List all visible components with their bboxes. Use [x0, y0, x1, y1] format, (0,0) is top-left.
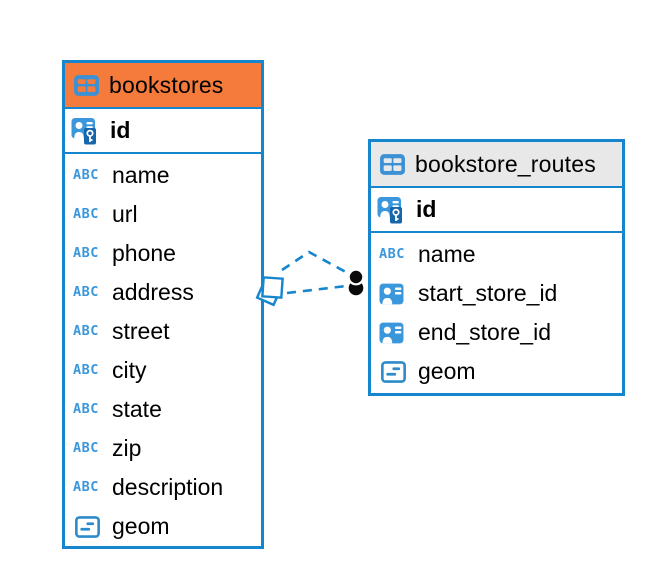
column-row[interactable]: ABC zip — [65, 429, 261, 468]
column-name: url — [112, 201, 138, 227]
column-row[interactable]: ABC state — [65, 390, 261, 429]
column-name: zip — [112, 435, 142, 461]
column-name: geom — [112, 513, 170, 539]
text-type-icon: ABC — [73, 244, 99, 261]
relationship-dot-marker[interactable] — [347, 268, 365, 296]
geometry-type-icon — [73, 515, 105, 538]
relationship-line[interactable] — [286, 283, 356, 295]
column-name: description — [112, 474, 224, 500]
column-name: name — [418, 241, 476, 267]
column-row[interactable]: ABC phone — [65, 234, 261, 273]
primary-key-icon — [377, 195, 409, 224]
column-name: geom — [418, 358, 476, 384]
primary-key-icon — [71, 116, 103, 145]
table-icon — [74, 74, 99, 96]
column-name: phone — [112, 240, 176, 266]
table-header-bookstore-routes[interactable]: bookstore_routes — [371, 142, 622, 188]
text-type-icon: ABC — [73, 322, 99, 339]
column-row[interactable]: start_store_id — [371, 274, 622, 313]
text-type-icon: ABC — [73, 478, 99, 495]
column-row[interactable]: ABC name — [65, 156, 261, 195]
table-title: bookstores — [109, 71, 224, 98]
column-list: ABC name start_store_id — [371, 233, 622, 393]
column-row[interactable]: ABC name — [371, 235, 622, 274]
column-row[interactable]: id — [65, 109, 261, 154]
geometry-type-icon — [379, 360, 411, 383]
text-type-icon: ABC — [73, 400, 99, 417]
foreign-key-icon — [379, 283, 411, 305]
column-row[interactable]: ABC address — [65, 273, 261, 312]
column-name: state — [112, 396, 162, 422]
text-type-icon: ABC — [73, 361, 99, 378]
foreign-key-icon — [379, 322, 411, 344]
text-type-icon: ABC — [73, 166, 99, 183]
column-name: id — [110, 117, 131, 143]
column-row[interactable]: ABC street — [65, 312, 261, 351]
column-name: city — [112, 357, 147, 383]
column-row[interactable]: end_store_id — [371, 313, 622, 352]
relationship-line[interactable] — [281, 250, 356, 279]
table-title: bookstore_routes — [415, 150, 596, 177]
column-row[interactable]: geom — [65, 507, 261, 546]
column-name: name — [112, 162, 170, 188]
column-name: start_store_id — [418, 280, 558, 306]
column-list: ABC name ABC url ABC phone ABC address A… — [65, 154, 261, 548]
column-row[interactable]: geom — [371, 352, 622, 391]
text-type-icon: ABC — [73, 205, 99, 222]
table-header-bookstores[interactable]: bookstores — [65, 63, 261, 109]
column-row[interactable]: id — [371, 188, 622, 233]
column-name: id — [416, 196, 437, 222]
column-row[interactable]: ABC description — [65, 468, 261, 507]
table-icon — [380, 153, 405, 175]
column-name: end_store_id — [418, 319, 551, 345]
column-row[interactable]: ABC city — [65, 351, 261, 390]
text-type-icon: ABC — [379, 245, 405, 262]
table-bookstores[interactable]: bookstores id ABC — [62, 60, 264, 549]
table-bookstore-routes[interactable]: bookstore_routes id ABC — [368, 139, 625, 396]
column-name: address — [112, 279, 194, 305]
column-row[interactable]: ABC url — [65, 195, 261, 234]
column-name: street — [112, 318, 170, 344]
text-type-icon: ABC — [73, 439, 99, 456]
text-type-icon: ABC — [73, 283, 99, 300]
